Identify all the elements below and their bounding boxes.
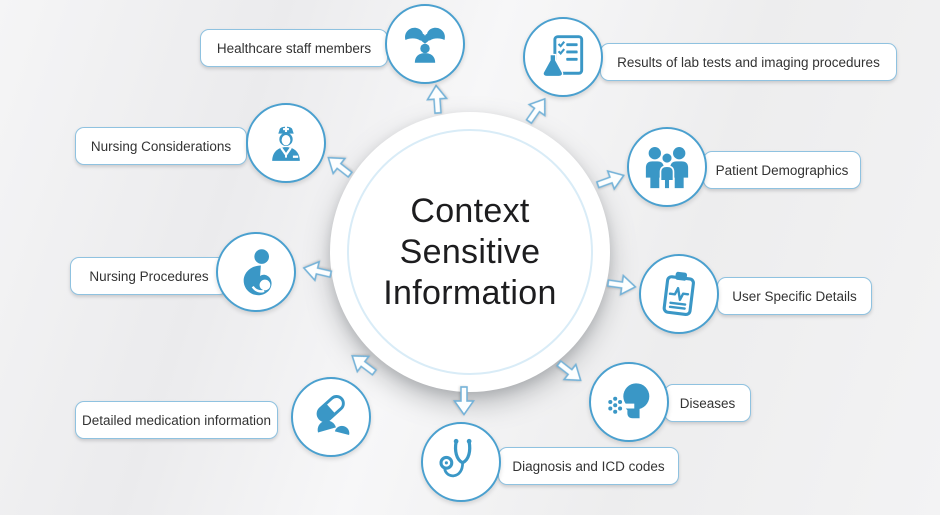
title-line-2: Sensitive xyxy=(399,232,541,271)
label-medication-information: Detailed medication information xyxy=(75,401,278,439)
circle-lab-results xyxy=(523,17,603,97)
circle-patient-demographics xyxy=(627,127,707,207)
arrow-to-lab-results xyxy=(519,91,554,128)
arrow-to-diseases xyxy=(551,354,588,390)
diagram-title: Context Sensitive Information xyxy=(383,191,556,314)
arrow-to-nursing-considerations xyxy=(320,148,357,184)
circle-medication-information xyxy=(291,377,371,457)
label-nursing-procedures: Nursing Procedures xyxy=(70,257,228,295)
nurse-icon xyxy=(260,117,312,169)
title-line-1: Context xyxy=(410,191,530,230)
arrow-to-nursing-procedures xyxy=(300,257,334,285)
arrow-to-patient-demographics xyxy=(593,165,629,196)
arrow-to-medication-information xyxy=(344,346,381,382)
label-lab-results: Results of lab tests and imaging procedu… xyxy=(600,43,897,81)
label-nursing-considerations: Nursing Considerations xyxy=(75,127,247,165)
circle-nursing-procedures xyxy=(216,232,296,312)
mother-baby-icon xyxy=(230,246,282,298)
coughing-head-icon xyxy=(603,376,655,428)
pills-icon xyxy=(305,391,357,443)
arrow-to-user-specific-details xyxy=(606,272,639,298)
lab-results-icon xyxy=(537,31,589,83)
label-healthcare-staff: Healthcare staff members xyxy=(200,29,388,67)
healthcare-staff-icon xyxy=(399,18,451,70)
title-line-3: Information xyxy=(383,273,557,312)
patient-demographics-icon xyxy=(641,141,693,193)
circle-nursing-considerations xyxy=(246,103,326,183)
circle-user-specific-details xyxy=(639,254,719,334)
label-diagnosis-icd: Diagnosis and ICD codes xyxy=(498,447,679,485)
label-diseases: Diseases xyxy=(664,384,751,422)
label-patient-demographics: Patient Demographics xyxy=(703,151,861,189)
circle-healthcare-staff xyxy=(385,4,465,84)
center-circle: Context Sensitive Information xyxy=(330,112,610,392)
arrow-to-diagnosis-icd xyxy=(453,386,475,416)
stethoscope-icon xyxy=(435,436,487,488)
label-user-specific-details: User Specific Details xyxy=(717,277,872,315)
clipboard-pulse-icon xyxy=(653,268,705,320)
arrow-to-healthcare-staff xyxy=(425,83,449,115)
circle-diagnosis-icd xyxy=(421,422,501,502)
circle-diseases xyxy=(589,362,669,442)
